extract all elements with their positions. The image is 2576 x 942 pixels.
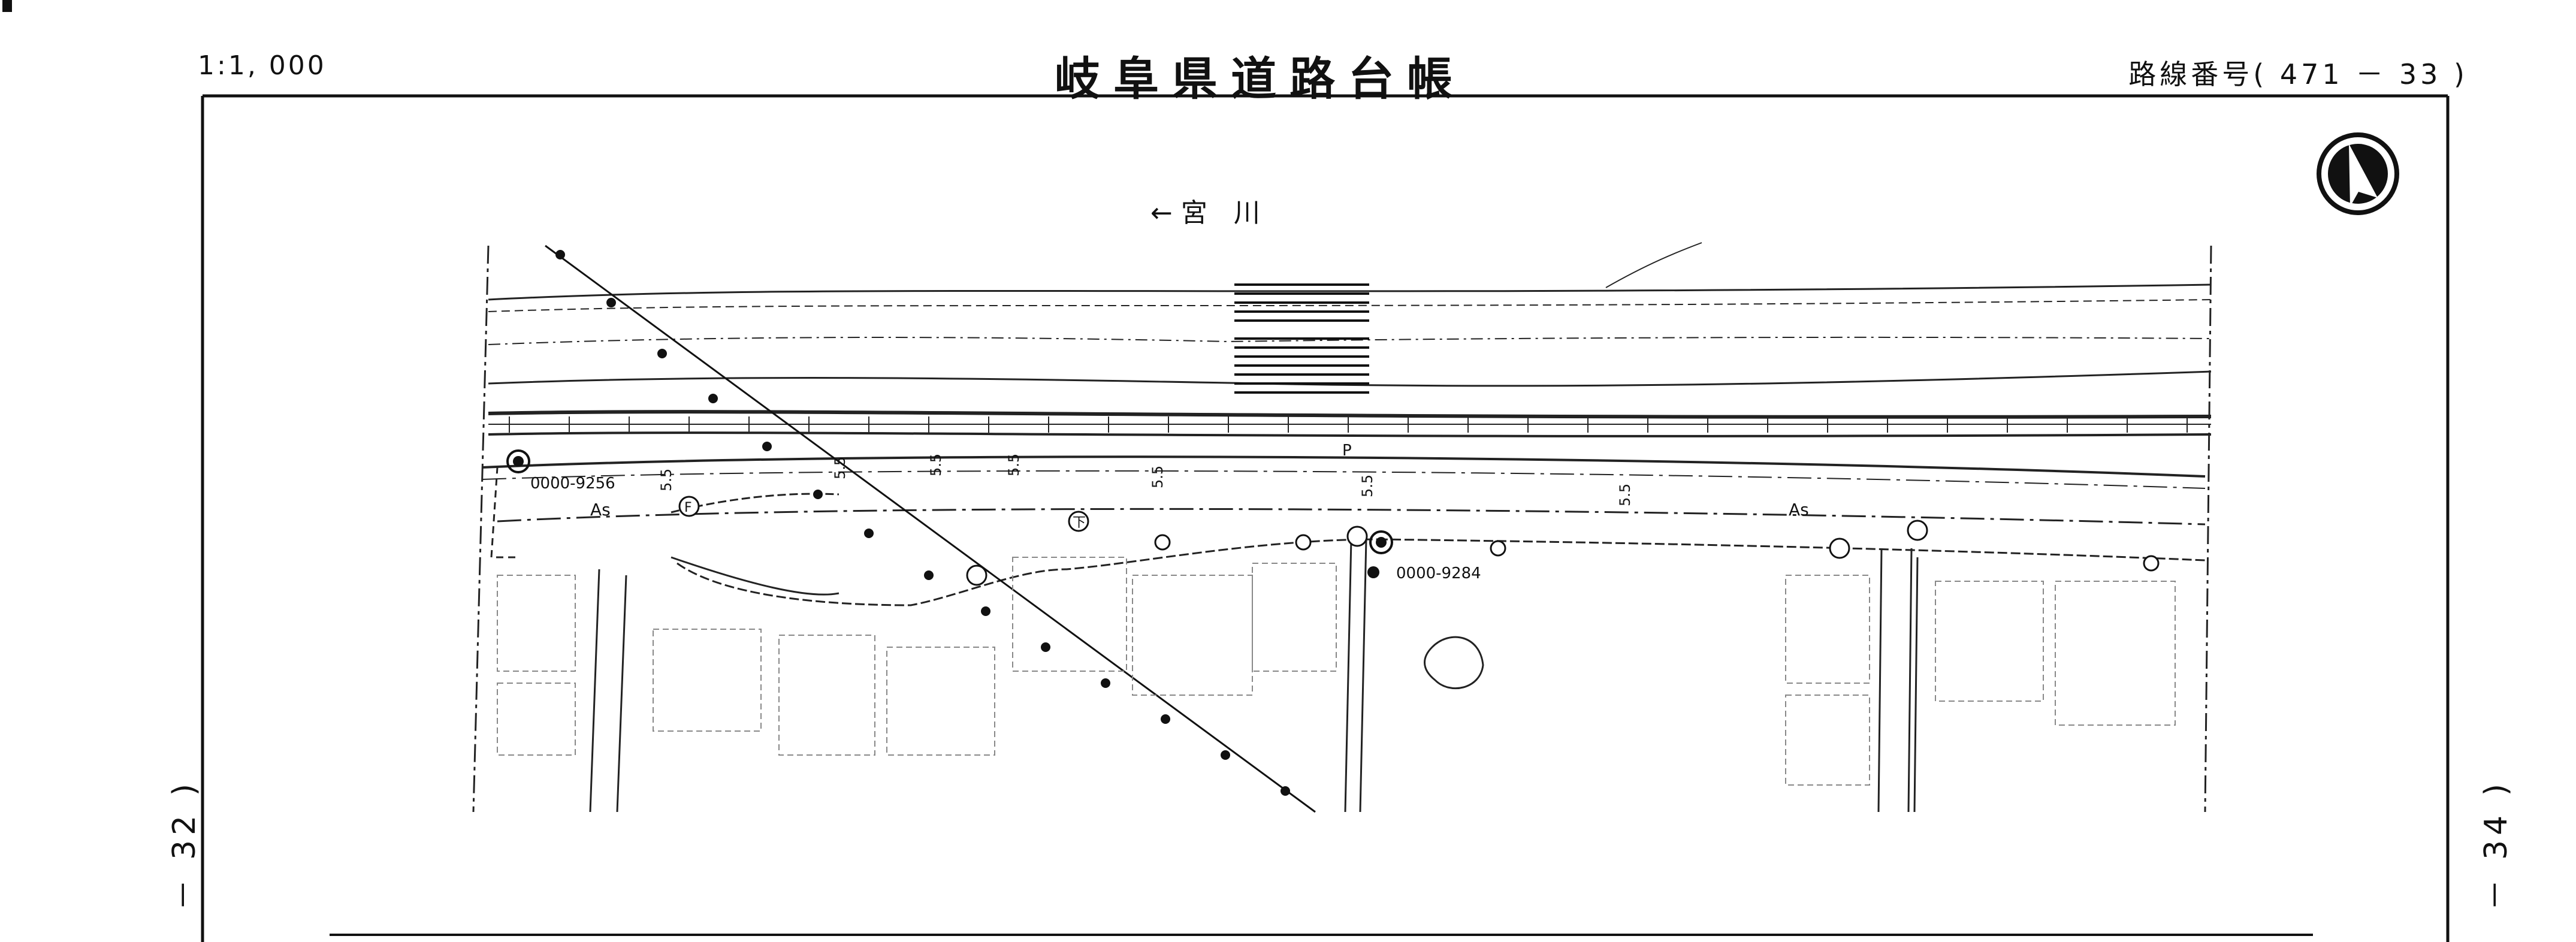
river-label: ← 宮 川 (1150, 198, 1260, 228)
width-mark-6: 5.5 (1359, 475, 1376, 497)
width-mark-7: 5.5 (1617, 484, 1633, 506)
river-banks (488, 242, 2212, 437)
width-mark-3: 5.5 (928, 454, 944, 476)
utility-mark-T: 下 (1073, 515, 1086, 530)
north-arrow-icon (2317, 132, 2399, 215)
survey-point-1-label: 0000-9256 (530, 475, 615, 493)
side-streets (589, 539, 1919, 813)
width-mark-5: 5.5 (1149, 466, 1166, 488)
buildings (497, 557, 2176, 786)
map-scale: 1:1, 000 (198, 50, 327, 81)
marker-dot (1367, 566, 1379, 578)
route-number: 路線番号( 471 － 33 ) (2128, 58, 2468, 90)
width-mark-1: 5.5 (658, 469, 675, 491)
pond (1424, 636, 1484, 690)
utility-mark-P: P (1342, 442, 1352, 460)
utility-symbols (678, 496, 2160, 586)
bridge-hatch (1234, 283, 1369, 394)
survey-point-2 (1369, 530, 1393, 554)
survey-point-2-label: 0000-9284 (1396, 564, 1481, 582)
utility-mark-F: F (684, 500, 692, 515)
width-mark-2: 5.5 (832, 457, 848, 479)
survey-point-1 (506, 449, 530, 473)
map-frame (2, 0, 2450, 942)
guardrail (488, 416, 2211, 433)
surface-label-1: As (590, 500, 611, 520)
power-line (545, 244, 1316, 813)
road-edges (482, 455, 2206, 606)
section-lines (472, 245, 2212, 813)
surface-label-2: As (1789, 500, 1809, 520)
width-mark-4: 5.5 (1005, 454, 1022, 476)
